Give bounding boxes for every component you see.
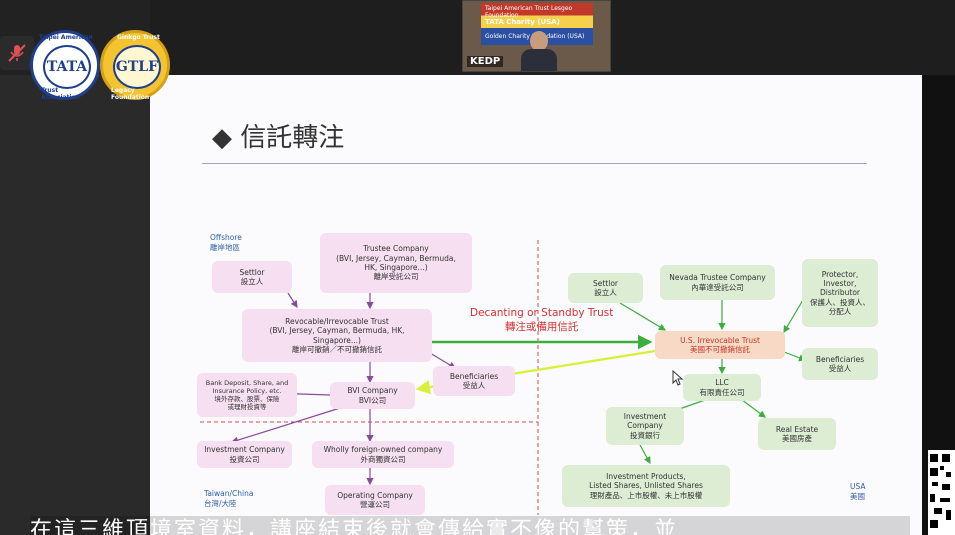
llc-box: LLC 有限責任公司 bbox=[683, 374, 761, 401]
offshore-settlor-box: Settlor 設立人 bbox=[212, 261, 292, 293]
muted-mic-icon bbox=[8, 44, 26, 62]
trustee-company-line-1: Trustee Company bbox=[363, 244, 429, 254]
tata-logo: TATA Taipei American Trust Association bbox=[30, 30, 100, 101]
protector-line-3: Distributor bbox=[819, 288, 860, 298]
nevada-trustee-en: Nevada Trustee Company bbox=[669, 273, 766, 283]
offshore-beneficiaries-en: Beneficiaries bbox=[449, 371, 499, 381]
trustee-company-line-3: HK, Singapore...) bbox=[364, 263, 428, 272]
operating-company-zh: 營運公司 bbox=[360, 500, 390, 509]
bvi-company-box: BVI Company BVI公司 bbox=[330, 382, 415, 409]
offshore-label-zh: 離岸地區 bbox=[210, 242, 240, 252]
shared-slide: ◆ 信託轉注 Offshore 離岸地區 Taiwan/China 台灣/大陸 … bbox=[150, 75, 922, 535]
offshore-beneficiaries-box: Beneficiaries 受益人 bbox=[433, 366, 515, 396]
investment-products-line-2: Listed Shares, Unlisted Shares bbox=[589, 481, 703, 491]
protector-box: Protector, Investor, Distributor 保護人、投資人… bbox=[802, 259, 878, 327]
offshore-settlor-en: Settlor bbox=[239, 267, 265, 277]
offshore-beneficiaries-zh: 受益人 bbox=[462, 381, 486, 390]
tata-logo-text: TATA bbox=[43, 45, 91, 89]
banner-line-2: TATA Charity (USA) bbox=[485, 18, 560, 26]
offshore-trust-box: Revocable/Irrevocable Trust (BVI, Jersey… bbox=[242, 309, 432, 362]
offshore-trust-line-2: (BVI, Jersey, Cayman, Bermuda, HK, bbox=[269, 326, 405, 336]
nevada-trustee-zh: 內華達受託公司 bbox=[691, 282, 744, 292]
us-investment-company-box: Investment Company 投資銀行 bbox=[606, 407, 684, 445]
investment-products-line-3: 理財產品、上市股權、未上市股權 bbox=[589, 490, 703, 500]
taiwan-label-en: Taiwan/China bbox=[204, 489, 254, 498]
bank-deposit-line-2: Insurance Policy, etc. bbox=[212, 386, 282, 395]
operating-company-box: Operating Company 營運公司 bbox=[325, 485, 425, 515]
us-irrevocable-trust-box: U.S. Irrevocable Trust 美國不可撤銷信託 bbox=[655, 331, 785, 359]
us-beneficiaries-en: Beneficiaries bbox=[815, 354, 865, 364]
investment-products-box: Investment Products, Listed Shares, Unli… bbox=[562, 465, 730, 507]
us-irrevocable-trust-en: U.S. Irrevocable Trust bbox=[680, 335, 760, 345]
qr-code bbox=[928, 450, 955, 535]
decanting-label: Decanting or Standby Trust 轉注或備用信託 bbox=[470, 307, 613, 334]
investment-products-line-1: Investment Products, bbox=[606, 471, 686, 481]
participant-name: KEDP bbox=[467, 56, 504, 67]
investment-company-box: Investment Company 投資公司 bbox=[197, 441, 292, 468]
bvi-company-en: BVI Company bbox=[347, 386, 398, 396]
us-beneficiaries-zh: 受益人 bbox=[828, 364, 852, 373]
offshore-trust-line-1: Revocable/Irrevocable Trust bbox=[285, 316, 389, 326]
taiwan-label-zh: 台灣/大陸 bbox=[204, 498, 237, 508]
decanting-zh: 轉注或備用信託 bbox=[504, 320, 579, 333]
usa-label-zh: 美國 bbox=[850, 491, 865, 501]
us-investment-line-3: 投資銀行 bbox=[630, 430, 660, 440]
gtlf-logo-text: GTLF bbox=[113, 45, 161, 89]
mouse-cursor-icon bbox=[672, 370, 684, 386]
us-settlor-zh: 設立人 bbox=[594, 288, 617, 297]
usa-label-en: USA bbox=[850, 482, 866, 491]
offshore-label: Offshore 離岸地區 bbox=[210, 233, 242, 253]
protector-line-2: Investor, bbox=[823, 278, 857, 288]
decanting-en: Decanting or Standby Trust bbox=[470, 307, 614, 319]
live-caption: 在這三維頂境室資料，講座結束後就會傳給實不像的幫策，並 bbox=[30, 516, 910, 535]
wfoe-zh: 外商獨資公司 bbox=[360, 454, 406, 464]
trustee-company-box: Trustee Company (BVI, Jersey, Cayman, Be… bbox=[320, 233, 472, 293]
gtlf-logo: GTLF Ginkgo Trust Legacy Foundation bbox=[100, 30, 170, 101]
bank-deposit-line-1: Bank Deposit, Share, and bbox=[205, 378, 289, 387]
left-panel-lower bbox=[0, 75, 150, 535]
us-investment-line-2: Company bbox=[627, 421, 663, 431]
operating-company-en: Operating Company bbox=[337, 490, 413, 500]
protector-line-1: Protector, bbox=[821, 269, 859, 279]
offshore-settlor-zh: 設立人 bbox=[240, 277, 264, 286]
slide-title: ◆ 信託轉注 bbox=[212, 123, 345, 153]
mute-button[interactable] bbox=[0, 36, 34, 70]
llc-zh: 有限責任公司 bbox=[699, 387, 745, 397]
participant-video-tile[interactable]: Taipei American Trust Lesgeo Foundation … bbox=[462, 0, 611, 72]
bank-deposit-box: Bank Deposit, Share, and Insurance Polic… bbox=[197, 373, 297, 417]
wfoe-box: Wholly foreign-owned company 外商獨資公司 bbox=[312, 441, 454, 468]
gtlf-ring-top: Ginkgo Trust bbox=[117, 34, 160, 41]
trustee-company-line-2: (BVI, Jersey, Cayman, Bermuda, bbox=[336, 253, 456, 263]
us-settlor-en: Settlor bbox=[592, 278, 618, 288]
real-estate-en: Real Estate bbox=[775, 424, 819, 434]
investment-company-zh: 投資公司 bbox=[229, 454, 260, 464]
trustee-company-line-4: 離岸受託公司 bbox=[373, 272, 419, 282]
bank-deposit-line-4: 或理財投資等 bbox=[227, 403, 267, 412]
gtlf-ring-bottom: Legacy Foundation bbox=[111, 87, 150, 101]
real-estate-zh: 美國房產 bbox=[782, 434, 812, 443]
protector-line-4: 保護人、投資人、 bbox=[810, 297, 870, 307]
us-investment-line-1: Investment bbox=[623, 411, 667, 421]
offshore-trust-line-3: Singapore...) bbox=[313, 335, 361, 345]
participant-avatar bbox=[521, 31, 557, 71]
protector-line-5: 分配人 bbox=[828, 307, 852, 317]
real-estate-box: Real Estate 美國房產 bbox=[758, 418, 836, 450]
bvi-company-zh: BVI公司 bbox=[358, 395, 387, 405]
wfoe-en: Wholly foreign-owned company bbox=[323, 445, 443, 455]
banner-line-1: Taipei American Trust Lesgeo Foundation bbox=[485, 5, 573, 19]
offshore-label-en: Offshore bbox=[210, 233, 242, 242]
us-beneficiaries-box: Beneficiaries 受益人 bbox=[802, 348, 878, 380]
nevada-trustee-box: Nevada Trustee Company 內華達受託公司 bbox=[660, 265, 775, 300]
us-settlor-box: Settlor 設立人 bbox=[568, 273, 643, 303]
title-divider bbox=[202, 163, 867, 164]
bank-deposit-line-3: 境外存款、股票、保險 bbox=[214, 395, 280, 403]
taiwan-label: Taiwan/China 台灣/大陸 bbox=[204, 489, 253, 509]
investment-company-en: Investment Company bbox=[204, 445, 285, 455]
offshore-trust-line-4: 離岸可撤銷／不可撤銷信託 bbox=[292, 344, 382, 354]
us-irrevocable-trust-zh: 美國不可撤銷信託 bbox=[690, 345, 750, 354]
llc-en: LLC bbox=[715, 378, 729, 388]
usa-label: USA 美國 bbox=[850, 482, 866, 502]
tata-ring-bottom: Trust Association bbox=[41, 87, 80, 101]
tata-ring-top: Taipei American bbox=[39, 34, 93, 41]
